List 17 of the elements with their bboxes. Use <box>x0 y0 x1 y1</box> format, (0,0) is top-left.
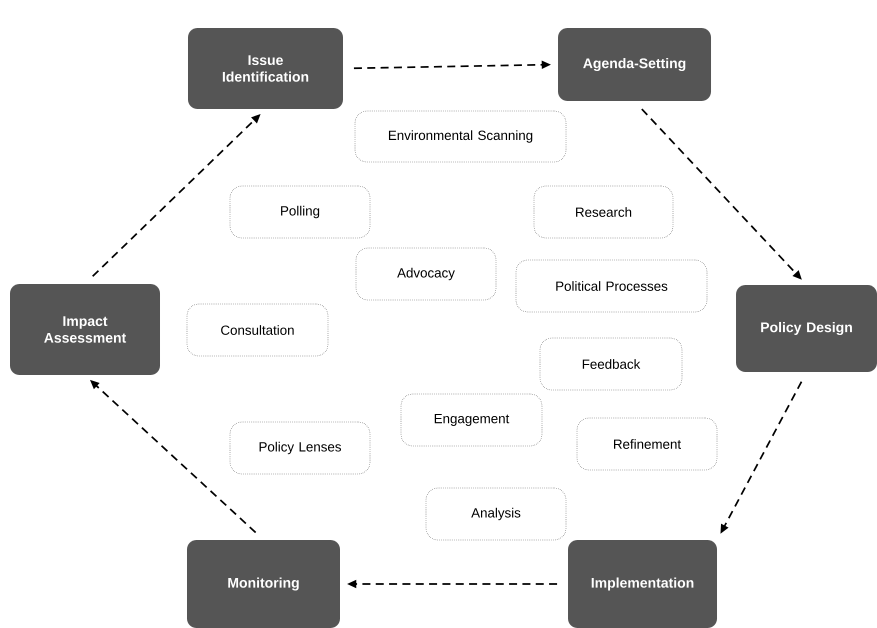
tool-box: Research <box>534 186 674 238</box>
tool-box: Environmental Scanning <box>354 110 566 162</box>
tool-box: Political Processes <box>516 260 708 312</box>
tool-box: Policy Lenses <box>230 422 370 474</box>
stage-box: Agenda-Setting <box>558 28 712 101</box>
tool-box: Engagement <box>400 394 542 446</box>
stage-box: Impact Assessment <box>10 284 160 375</box>
tool-box: Refinement <box>576 418 718 470</box>
tool-box: Analysis <box>426 488 566 540</box>
tool-box: Consultation <box>186 304 328 356</box>
stage-box: Monitoring <box>187 540 340 628</box>
tool-box: Advocacy <box>356 248 496 300</box>
tool-box: Polling <box>230 186 370 238</box>
stage-box: Issue Identification <box>188 28 343 109</box>
tool-box: Feedback <box>540 338 682 390</box>
stage-box: Implementation <box>568 540 718 628</box>
stage-box: Policy Design <box>736 285 877 372</box>
